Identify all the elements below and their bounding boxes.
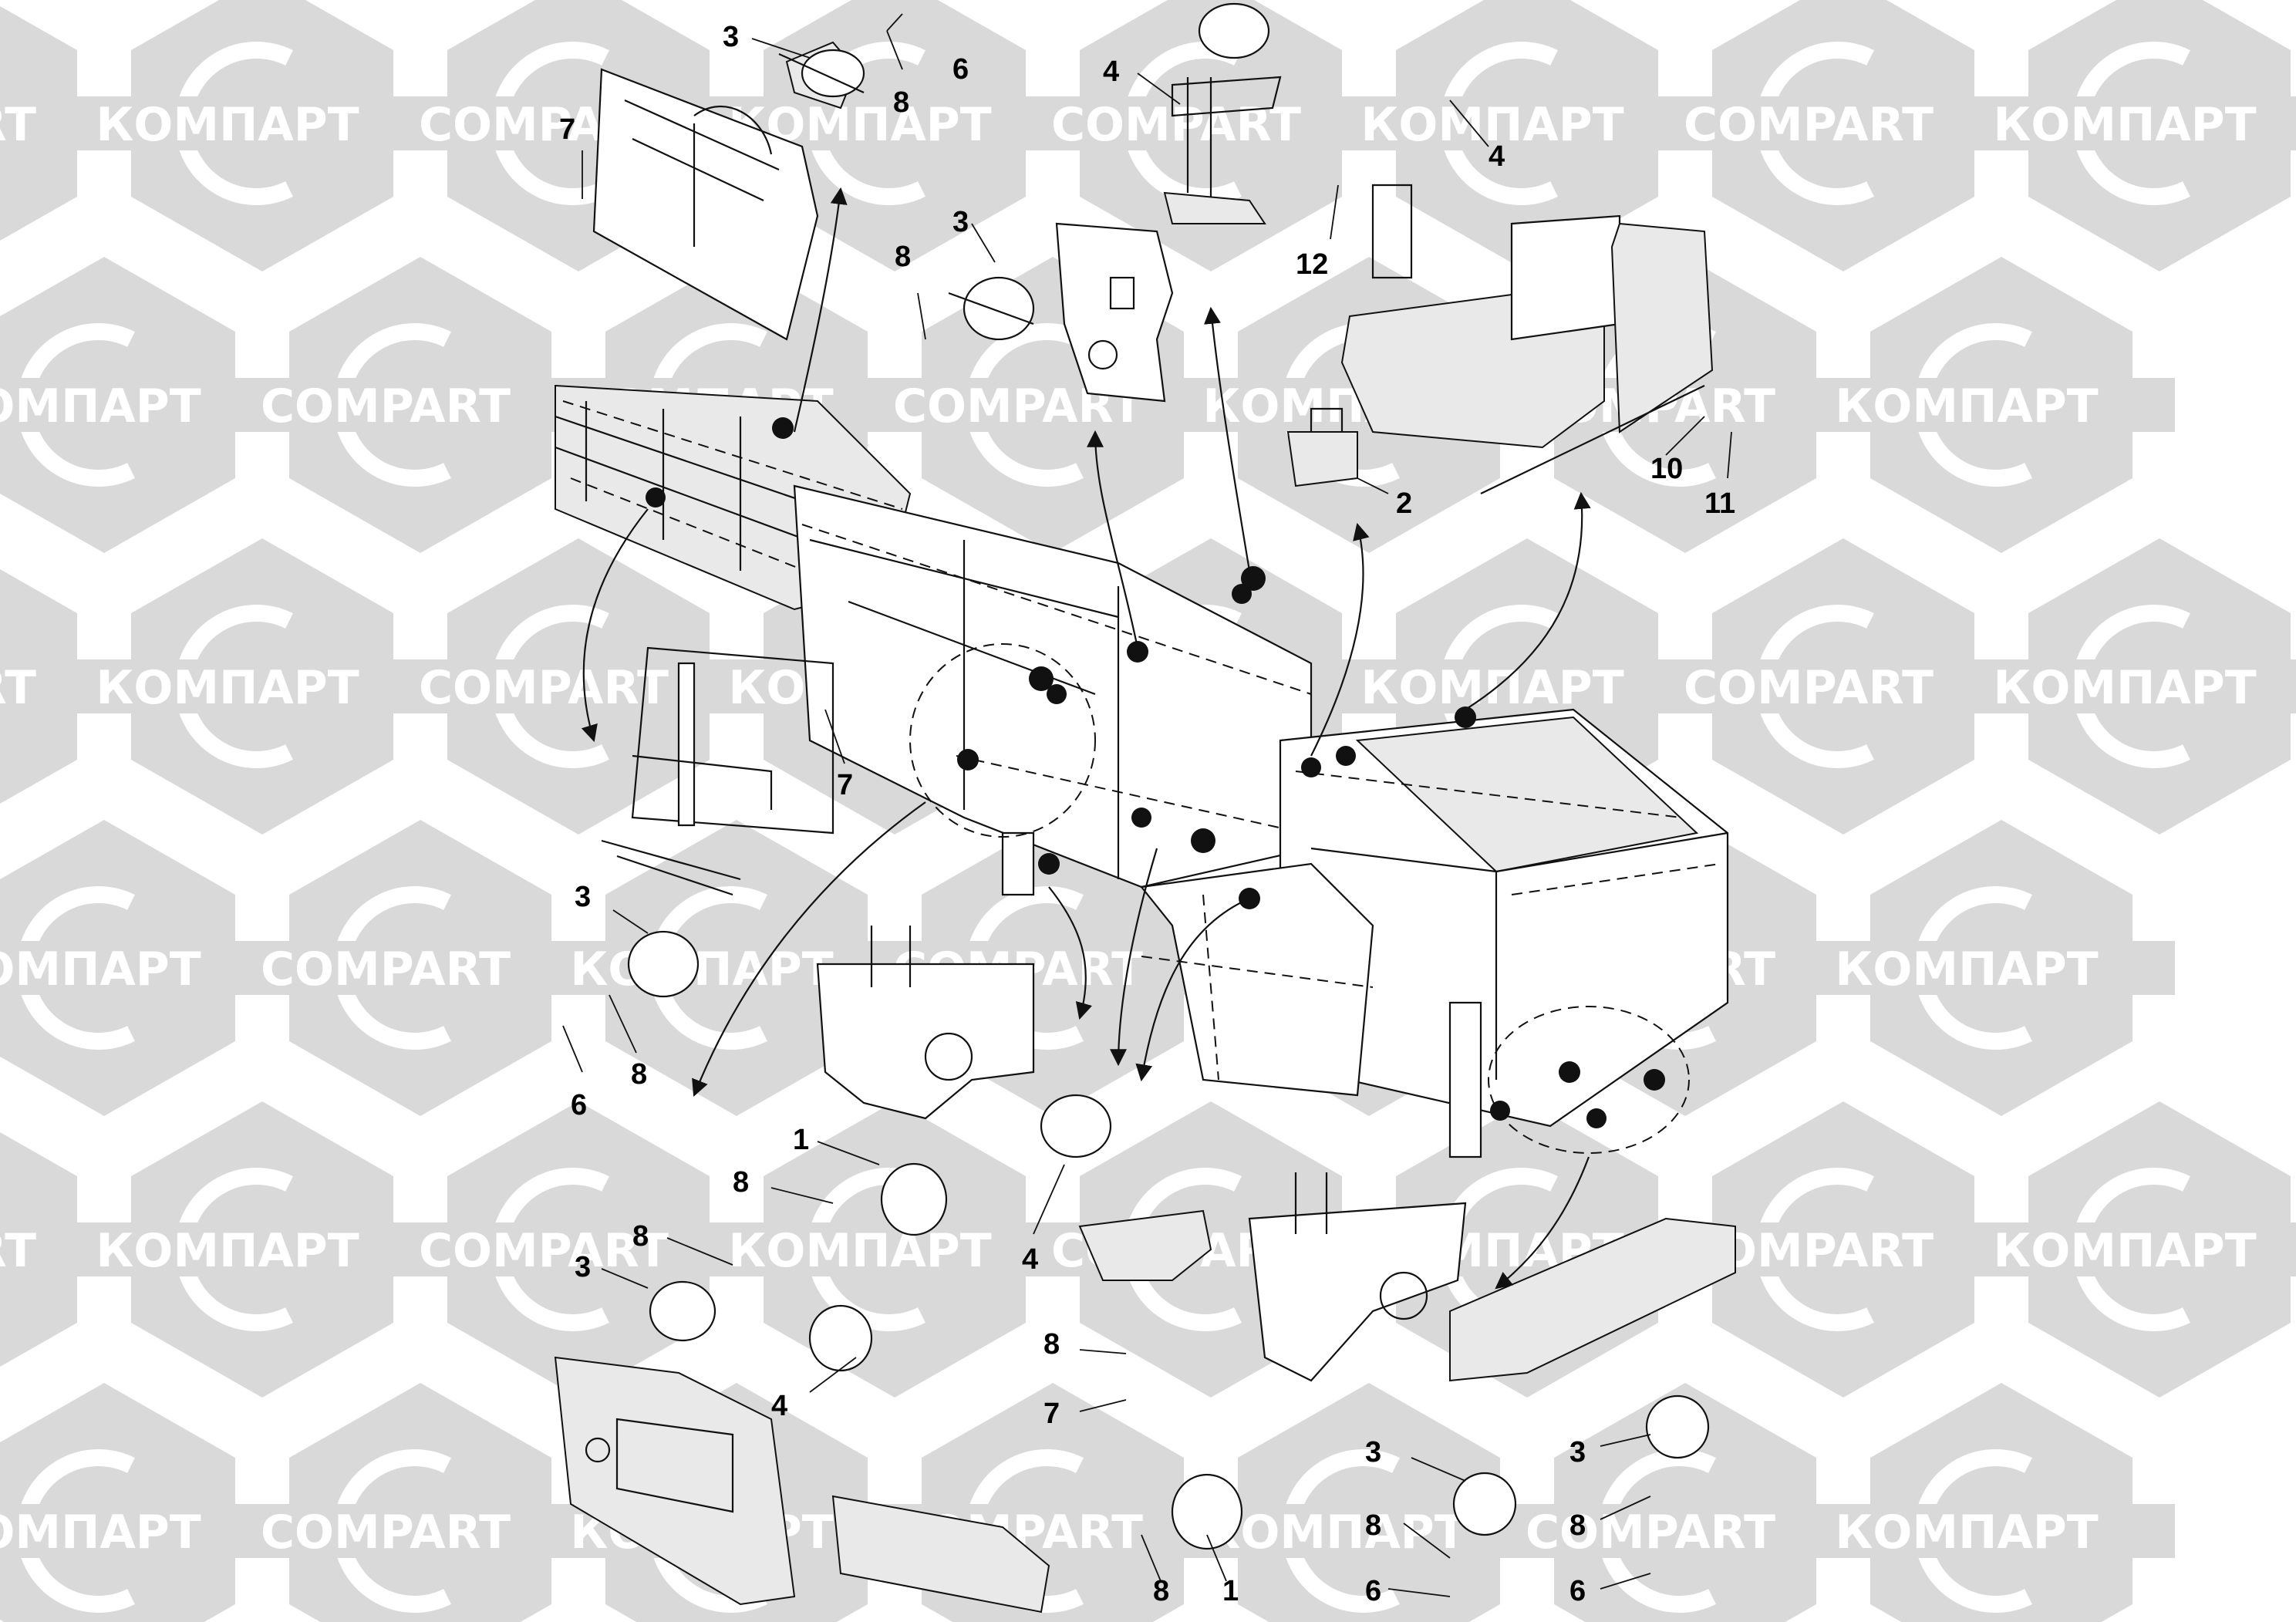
detail-seat [1340, 184, 1714, 494]
watermark-tile: COMPART [879, 257, 1226, 553]
watermark-tile: КОМПАРТ [89, 1101, 436, 1398]
callout-c3: 8 [893, 86, 909, 119]
callout-c18: 8 [733, 1166, 749, 1199]
callout-labels: 3 6 8 7 4 4 3 8 12 2 10 11 7 3 6 8 1 8 4… [559, 21, 1735, 1607]
watermark-text: КОМПАРТ [96, 98, 359, 152]
watermark-text: КОМПАРТ [1993, 661, 2256, 715]
callout-c15: 6 [571, 1089, 587, 1121]
watermark-text: COMPART [419, 1224, 669, 1278]
curved-arrows [581, 187, 1591, 1290]
callout-c20: 8 [632, 1220, 649, 1253]
watermark-tile: КОМПАРТ [1354, 0, 1701, 271]
watermark-tile: КОМПАРТ [1986, 1101, 2296, 1398]
watermark-tile: COMPART [1670, 0, 2017, 271]
watermark-tile: КОМПАРТ [1828, 257, 2175, 553]
watermark-text: COMPART [1526, 1506, 1775, 1560]
watermark-text: КОМПАРТ [0, 379, 201, 433]
watermark-text: КОМПАРТ [1360, 98, 1623, 152]
main-frame-assembly [555, 384, 1729, 1158]
callout-c25: 3 [1365, 1436, 1381, 1469]
callout-c12: 11 [1704, 487, 1735, 520]
callout-c30: 6 [1569, 1575, 1586, 1607]
watermark-text: COMPART [0, 98, 36, 152]
callout-c22: 4 [771, 1390, 787, 1422]
callout-c6: 4 [1489, 140, 1505, 173]
callout-c8: 8 [895, 241, 911, 273]
watermark-tile: КОМПАРТ [0, 820, 278, 1116]
watermark-text: КОМПАРТ [570, 943, 833, 996]
callout-c14: 3 [575, 881, 591, 913]
watermark-text: КОМПАРТ [1360, 661, 1623, 715]
watermark-tile: КОМПАРТ [1986, 538, 2296, 835]
watermark-tile: КОМПАРТ [1986, 0, 2296, 271]
watermark-text: КОМПАРТ [1835, 1506, 2098, 1560]
callout-c29: 6 [1365, 1575, 1381, 1607]
callout-c4: 7 [559, 113, 575, 146]
watermark-tile: КОМПАРТ [1828, 820, 2175, 1116]
watermark-tile: COMPART [247, 257, 594, 553]
callout-c16: 8 [631, 1058, 647, 1091]
watermark-text: КОМПАРТ [1202, 1506, 1465, 1560]
watermark-text: КОМПАРТ [1835, 379, 2098, 433]
detail-upper-mid-stand [1163, 2, 1282, 224]
watermark-text: КОМПАРТ [96, 661, 359, 715]
watermark-tile: КОМПАРТ [1354, 538, 1701, 835]
watermark-tile: КОМПАРТ [89, 0, 436, 271]
lamp-parts [627, 49, 1710, 1550]
watermark-text: COMPART [419, 661, 669, 715]
callout-c2: 6 [952, 53, 969, 86]
watermark-text: COMPART [261, 379, 511, 433]
watermark-text: COMPART [261, 943, 511, 996]
callout-c27: 8 [1365, 1509, 1381, 1542]
watermark-text: COMPART [0, 661, 36, 715]
watermark-tile: COMPART [1670, 538, 2017, 835]
watermark-text: КОМПАРТ [1993, 98, 2256, 152]
watermark-tile: COMPART [247, 820, 594, 1116]
callout-c13: 7 [837, 769, 853, 801]
leader-lines [562, 13, 1732, 1597]
watermark-text: COMPART [1684, 98, 1934, 152]
watermark-tile: COMPART [247, 1383, 594, 1622]
callout-c7: 3 [952, 206, 969, 238]
callout-c11: 10 [1650, 453, 1683, 485]
callout-c28: 8 [1569, 1509, 1586, 1542]
callout-c24: 7 [1043, 1398, 1060, 1430]
watermark-tile: КОМПАРТ [721, 1101, 1068, 1398]
watermark-text: COMPART [1051, 98, 1301, 152]
callout-c10: 2 [1396, 487, 1412, 520]
watermark-text: КОМПАРТ [728, 1224, 991, 1278]
watermark-tile: КОМПАРТ [0, 257, 278, 553]
watermark-tile: COMPART [1512, 1383, 1859, 1622]
watermark-text: КОМПАРТ [96, 1224, 359, 1278]
callout-c5: 4 [1103, 56, 1119, 88]
callout-c17: 1 [793, 1124, 809, 1156]
callout-c26: 3 [1569, 1436, 1586, 1469]
callout-c32: 1 [1222, 1575, 1239, 1607]
watermark-tile: COMPART [405, 538, 752, 835]
watermark-text: КОМПАРТ [1835, 943, 2098, 996]
watermark-text: COMPART [261, 1506, 511, 1560]
watermark-tile: КОМПАРТ [1828, 1383, 2175, 1622]
callout-c31: 8 [1153, 1575, 1169, 1607]
callout-c1: 3 [723, 21, 739, 53]
watermark-text: КОМПАРТ [0, 943, 201, 996]
detail-left-handrail [601, 646, 834, 896]
callout-c19: 4 [1022, 1243, 1038, 1276]
watermark-tile: КОМПАРТ [89, 538, 436, 835]
detail-lower-brackets [554, 926, 1736, 1614]
watermark-text: КОМПАРТ [0, 1506, 201, 1560]
callout-c21: 3 [575, 1251, 591, 1283]
watermark-text: КОМПАРТ [1993, 1224, 2256, 1278]
callout-c9: 12 [1296, 248, 1328, 281]
callout-c23: 8 [1043, 1328, 1060, 1361]
watermark-tile: COMPART [405, 1101, 752, 1398]
watermark-text: COMPART [1684, 661, 1934, 715]
watermark-text: COMPART [0, 1224, 36, 1278]
watermark-tile: КОМПАРТ [0, 1383, 278, 1622]
detail-mid-panel [1055, 222, 1174, 403]
